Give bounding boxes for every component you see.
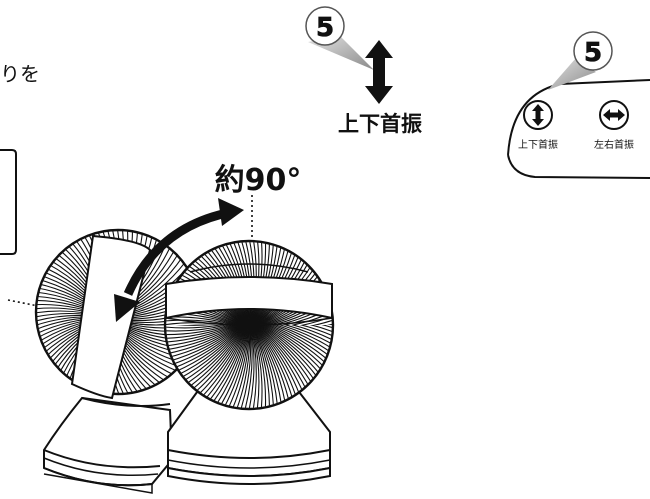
grille-rib <box>248 325 297 398</box>
grille-rib <box>166 325 250 340</box>
grille-rib <box>166 319 250 325</box>
grille-rib <box>248 325 329 366</box>
grille-rib <box>248 325 332 355</box>
grille-rib <box>248 321 332 325</box>
upright-fan-head <box>163 239 335 411</box>
grille-rib <box>166 325 250 351</box>
grille-rib <box>166 325 250 326</box>
grille-rib <box>248 325 310 388</box>
grille-rib <box>248 325 304 393</box>
vertical-swing-button-label: 上下首振 <box>518 138 558 151</box>
grille-rib <box>248 325 319 379</box>
intro-text-fragment: りを <box>0 62 40 86</box>
grille-rib <box>248 325 332 359</box>
grille-rib <box>248 325 301 395</box>
angle-label: 約90° <box>215 163 302 198</box>
grille-rib <box>167 325 250 363</box>
grille-rib <box>174 325 250 373</box>
grille-rib <box>248 325 322 376</box>
grille-rib <box>248 325 332 343</box>
tilted-fan-base <box>43 396 174 494</box>
grille-rib <box>166 325 250 344</box>
grille-rib <box>166 325 250 336</box>
horizontal-swing-button[interactable]: 左右首振 <box>594 100 634 151</box>
grille-rib <box>166 325 250 347</box>
upright-fan-base <box>167 387 331 485</box>
grille-rib <box>248 325 314 385</box>
grille-rib <box>166 325 250 329</box>
upright-fan <box>163 239 335 485</box>
horizontal-swing-button-label: 左右首振 <box>594 138 634 151</box>
grille-rib <box>248 317 332 325</box>
grille-rib <box>248 325 307 391</box>
remote-panel: 5 上下首振 左右首振 <box>507 31 650 179</box>
callout-5-vertical: 5 <box>305 6 374 70</box>
grille-rib <box>166 325 250 359</box>
grille-rib <box>248 325 332 347</box>
grille-rib <box>248 325 316 382</box>
angle-arc-double-arrow-icon <box>114 198 244 322</box>
grille-rib <box>248 325 327 370</box>
grille-rib <box>248 325 332 331</box>
grille-rib <box>166 325 250 332</box>
grille-rib <box>248 325 332 351</box>
grille-rib <box>248 325 324 373</box>
callout-number: 5 <box>316 13 334 43</box>
grille-rib <box>248 325 331 363</box>
side-bracket-box <box>0 149 17 255</box>
remote-callout-number: 5 <box>584 38 602 68</box>
grille-rib <box>248 325 332 339</box>
vertical-swing-button[interactable]: 上下首振 <box>518 100 558 151</box>
vertical-swing-label: 上下首振 <box>338 112 422 136</box>
grille-rib <box>248 325 332 335</box>
grille-rib <box>166 325 250 355</box>
grille-rib <box>172 325 250 370</box>
vertical-swing-button-icon <box>532 104 544 126</box>
vertical-swing-arrow-icon <box>365 40 393 104</box>
horizontal-swing-button-icon <box>603 109 625 121</box>
grille-rib <box>169 325 250 366</box>
